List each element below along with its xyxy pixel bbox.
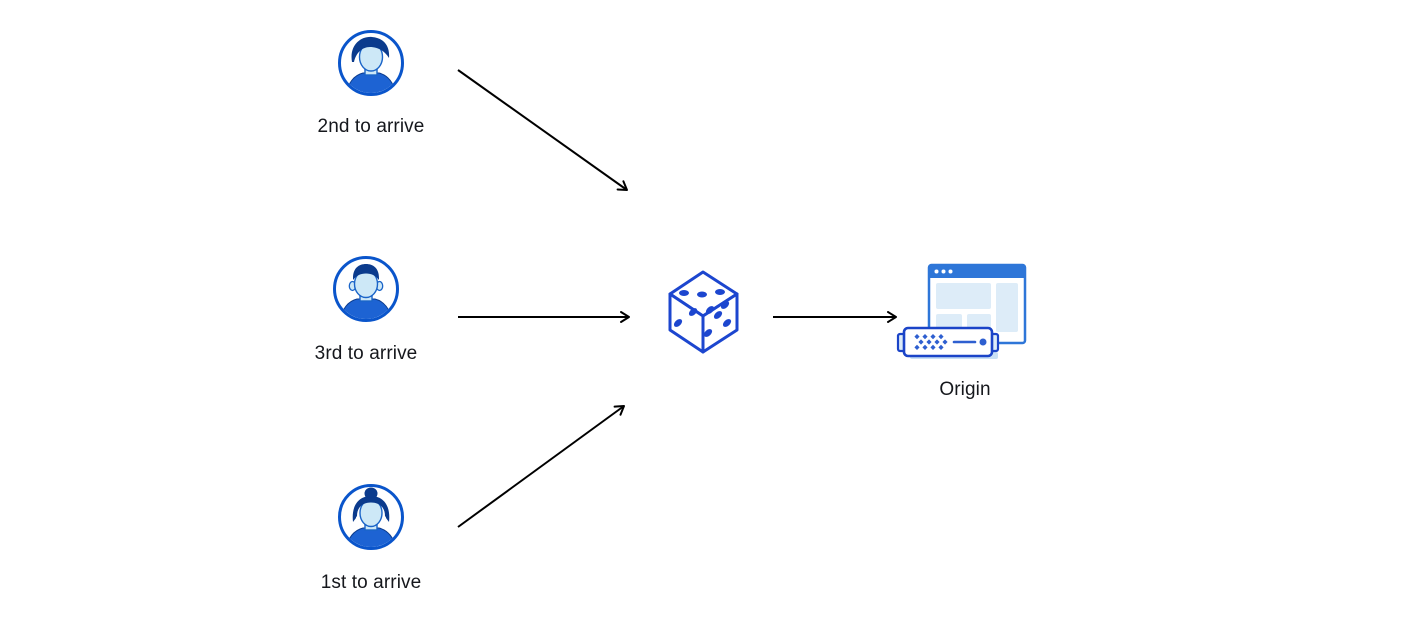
- origin-node: [893, 262, 1027, 369]
- user-avatar-man-swept-hair-icon: [338, 30, 404, 96]
- server-vent-diamonds: [914, 334, 948, 350]
- arrow-client1-to-dice: [457, 405, 625, 528]
- client-label-3rd: 3rd to arrive: [314, 343, 418, 364]
- client-node-3rd: [333, 256, 399, 327]
- client-label-1st: 1st to arrive: [320, 572, 422, 593]
- client-label-2nd: 2nd to arrive: [317, 116, 425, 137]
- browser-titlebar: [929, 265, 1025, 278]
- user-avatar-woman-bun-icon: [338, 484, 404, 550]
- client-node-2nd: [338, 30, 404, 101]
- server-indicator-light: [979, 338, 987, 346]
- randomizer-node: [666, 268, 741, 361]
- client-node-1st: [338, 484, 404, 555]
- server-body: [902, 326, 994, 358]
- origin-browser-server-icon: [896, 263, 1027, 359]
- origin-label: Origin: [939, 379, 991, 400]
- dice-pips: [673, 289, 732, 337]
- arrow-client2-to-dice: [457, 69, 628, 191]
- dice-icon: [668, 270, 739, 354]
- user-avatar-man-flat-hair-icon: [333, 256, 399, 322]
